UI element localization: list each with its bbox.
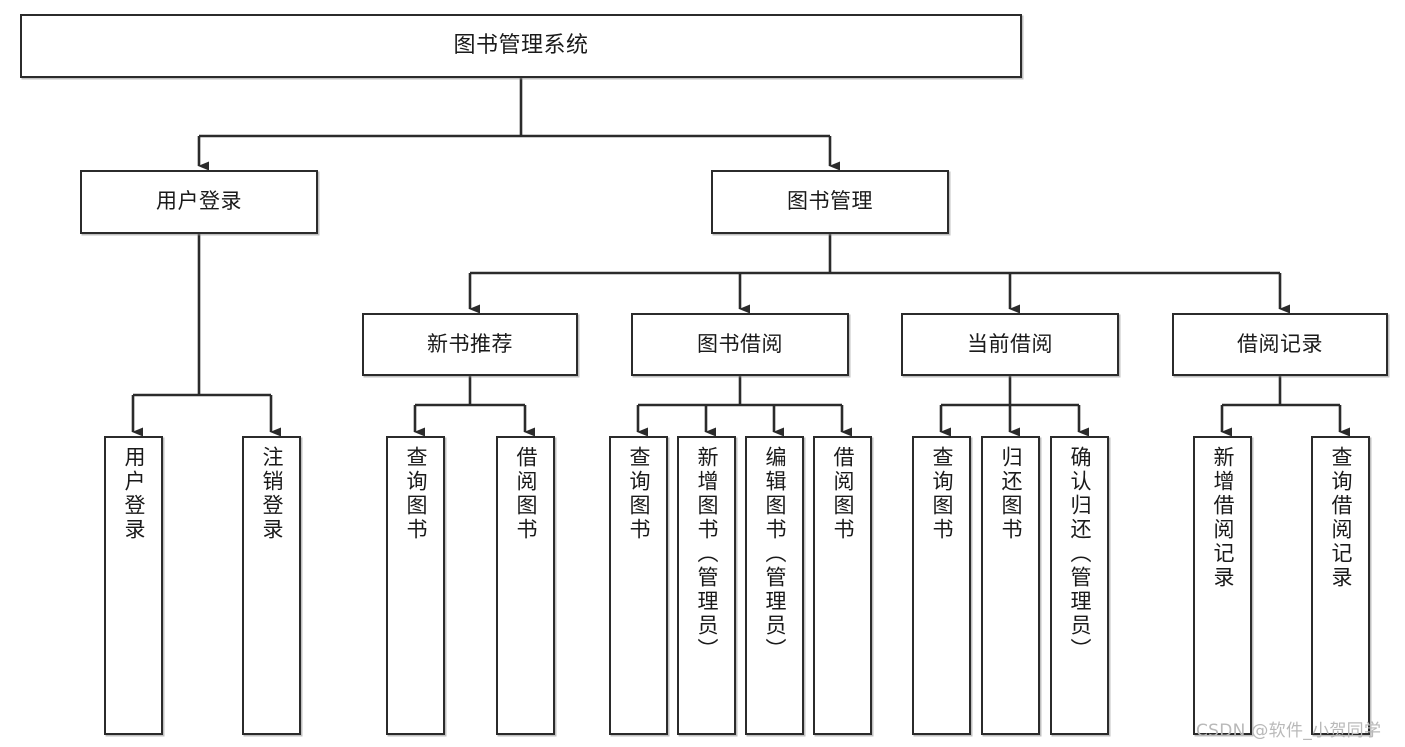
node-leaf-add-book[interactable]: 新增图书（管理员） xyxy=(677,436,736,735)
node-book-manage-label: 图书管理 xyxy=(787,189,873,214)
node-leaf-borrow-book-1-label: 借阅图书 xyxy=(514,446,538,542)
node-borrow-record[interactable]: 借阅记录 xyxy=(1172,313,1388,376)
node-leaf-query-record-label: 查询借阅记录 xyxy=(1329,446,1353,590)
node-leaf-query-book-3-label: 查询图书 xyxy=(930,446,954,542)
node-leaf-confirm-return-label: 确认归还（管理员） xyxy=(1068,446,1092,662)
node-borrow-record-label: 借阅记录 xyxy=(1237,331,1323,356)
node-leaf-borrow-book-1[interactable]: 借阅图书 xyxy=(496,436,555,735)
node-leaf-logout[interactable]: 注销登录 xyxy=(242,436,301,735)
node-root-label: 图书管理系统 xyxy=(453,32,589,58)
node-leaf-add-book-label: 新增图书（管理员） xyxy=(695,446,719,662)
node-user-login-label: 用户登录 xyxy=(156,189,242,214)
node-leaf-query-record[interactable]: 查询借阅记录 xyxy=(1311,436,1370,735)
node-leaf-borrow-book-2-label: 借阅图书 xyxy=(831,446,855,542)
node-book-manage[interactable]: 图书管理 xyxy=(711,170,949,234)
node-new-book-rec[interactable]: 新书推荐 xyxy=(362,313,578,376)
node-leaf-return-book-label: 归还图书 xyxy=(999,446,1023,542)
watermark-text: CSDN @软件_小贺同学 xyxy=(1196,721,1382,741)
node-current-borrow-label: 当前借阅 xyxy=(967,331,1053,356)
node-leaf-user-login[interactable]: 用户登录 xyxy=(104,436,163,735)
node-leaf-borrow-book-2[interactable]: 借阅图书 xyxy=(813,436,872,735)
node-new-book-rec-label: 新书推荐 xyxy=(427,331,513,356)
node-leaf-edit-book[interactable]: 编辑图书（管理员） xyxy=(745,436,804,735)
node-leaf-add-record-label: 新增借阅记录 xyxy=(1211,446,1235,590)
node-leaf-confirm-return[interactable]: 确认归还（管理员） xyxy=(1050,436,1109,735)
node-current-borrow[interactable]: 当前借阅 xyxy=(901,313,1119,376)
node-leaf-query-book-2-label: 查询图书 xyxy=(627,446,651,542)
node-leaf-edit-book-label: 编辑图书（管理员） xyxy=(763,446,787,662)
node-book-borrow[interactable]: 图书借阅 xyxy=(631,313,849,376)
node-leaf-query-book-1[interactable]: 查询图书 xyxy=(386,436,445,735)
node-user-login[interactable]: 用户登录 xyxy=(80,170,318,234)
node-leaf-user-login-label: 用户登录 xyxy=(122,446,146,542)
node-leaf-logout-label: 注销登录 xyxy=(260,446,284,542)
node-book-borrow-label: 图书借阅 xyxy=(697,331,783,356)
node-root[interactable]: 图书管理系统 xyxy=(20,14,1022,78)
node-leaf-query-book-2[interactable]: 查询图书 xyxy=(609,436,668,735)
node-leaf-return-book[interactable]: 归还图书 xyxy=(981,436,1040,735)
node-leaf-query-book-1-label: 查询图书 xyxy=(404,446,428,542)
node-leaf-add-record[interactable]: 新增借阅记录 xyxy=(1193,436,1252,735)
node-leaf-query-book-3[interactable]: 查询图书 xyxy=(912,436,971,735)
